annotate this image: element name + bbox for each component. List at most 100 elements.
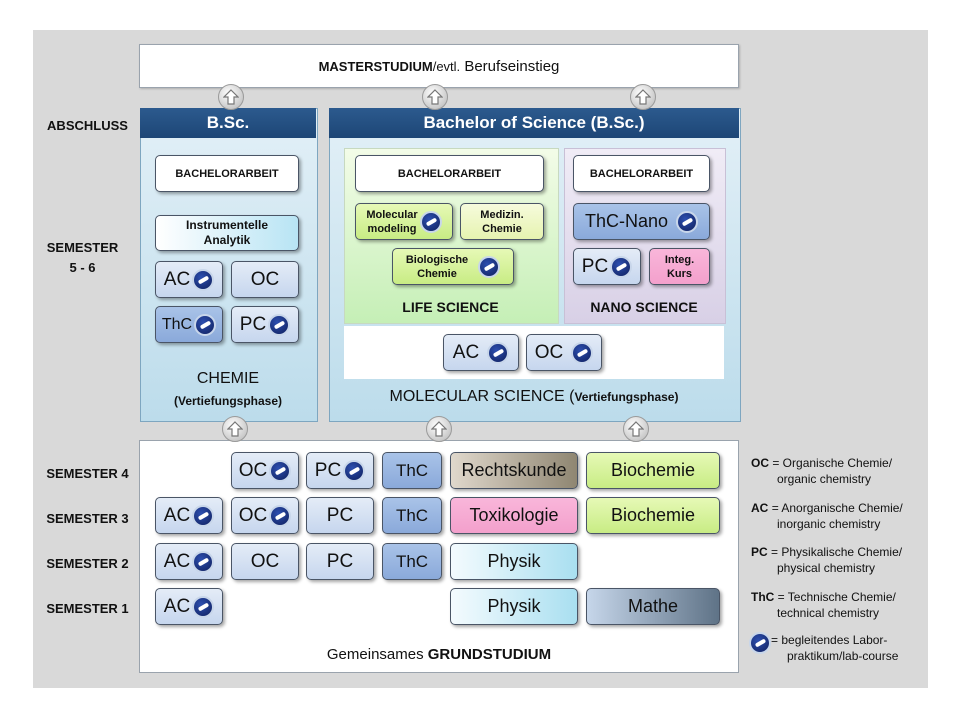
bio-line2: Chemie [417, 267, 457, 280]
lab-course-icon [194, 313, 217, 336]
lab-course-icon [571, 341, 594, 364]
up-arrow-icon [218, 84, 244, 110]
label-semester-3: SEMESTER 3 [46, 511, 129, 526]
nano-science-title: NANO SCIENCE [590, 299, 698, 315]
sem2-ac-label: AC [163, 550, 191, 572]
sem4-rechtskunde: Rechtskunde [450, 452, 578, 489]
sem1-ac-label: AC [163, 595, 191, 617]
integ-line2: Kurs [666, 267, 693, 280]
molecular-header: Bachelor of Science (B.Sc.) [329, 108, 739, 138]
master-bold: MASTERSTUDIUM [318, 58, 433, 74]
medizin-line1: Medizin. [480, 208, 524, 221]
legend-oc-key: OC [751, 456, 769, 470]
chemie-oc-label: OC [250, 268, 280, 290]
bio-line1: Biologische [405, 253, 469, 266]
master-rest1: /evtl. [432, 58, 461, 74]
up-arrow-icon [623, 416, 649, 442]
sem4-pc: PC [306, 452, 374, 489]
sem2-ac: AC [155, 543, 223, 580]
life-science-title: LIFE SCIENCE [402, 299, 499, 315]
legend-oc: OC = Organische Chemie/ organic chemistr… [751, 455, 921, 487]
instr-line2: Analytik [203, 233, 251, 247]
lab-course-icon [749, 632, 771, 654]
legend-thc: ThC = Technische Chemie/ technical chemi… [751, 589, 921, 621]
molmod-line2: modeling [367, 222, 417, 235]
sem1-mathe: Mathe [586, 588, 720, 625]
legend-ac-a: = Anorganische Chemie/ [771, 501, 903, 515]
molmod-line1: Molecular [366, 208, 418, 221]
label-semester-4: SEMESTER 4 [46, 466, 129, 481]
up-arrow-icon [630, 84, 656, 110]
nano-thc-nano: ThC-Nano [573, 203, 710, 240]
legend-pc-key: PC [751, 545, 768, 559]
sem4-oc: OC [231, 452, 299, 489]
label-semester-56: SEMESTER 5 - 6 [40, 238, 125, 278]
chemie-header: B.Sc. [140, 108, 316, 138]
legend-oc-b: organic chemistry [777, 472, 872, 486]
molecular-ac: AC [443, 334, 519, 371]
life-bachelorarbeit: BACHELORARBEIT [355, 155, 544, 192]
lab-course-icon [192, 550, 215, 573]
up-arrow-icon [426, 416, 452, 442]
chemie-bachelorarbeit: BACHELORARBEIT [155, 155, 299, 192]
label-semester-1: SEMESTER 1 [46, 601, 129, 616]
grund-caption-a: Gemeinsames [326, 646, 428, 663]
molecular-oc-label: OC [534, 341, 564, 363]
molecular-ac-label: AC [452, 341, 480, 363]
sem2-thc: ThC [382, 543, 442, 580]
legend-lab-b: praktikum/lab-course [787, 649, 899, 663]
grundstudium-caption: Gemeinsames GRUNDSTUDIUM [139, 646, 739, 663]
bio-text: Biologische Chemie [406, 253, 468, 281]
lab-course-icon [192, 268, 215, 291]
sem2-oc: OC [231, 543, 299, 580]
nano-integ-kurs: Integ. Kurs [649, 248, 710, 285]
lab-course-icon [269, 504, 292, 527]
chemie-ac-label: AC [163, 268, 191, 290]
integ-line1: Integ. [664, 253, 695, 266]
chemie-subtitle: (Vertiefungsphase) [173, 394, 283, 408]
chemie-ac: AC [155, 261, 223, 298]
up-arrow-icon [422, 84, 448, 110]
sem2-physik: Physik [450, 543, 578, 580]
legend-thc-b: technical chemistry [777, 606, 880, 620]
master-rest2: Berufseinstieg [460, 57, 560, 75]
lab-course-icon [487, 341, 510, 364]
legend-thc-key: ThC [751, 590, 775, 604]
sem2-pc: PC [306, 543, 374, 580]
sem3-thc: ThC [382, 497, 442, 534]
sem3-pc: PC [306, 497, 374, 534]
molecular-oc: OC [526, 334, 602, 371]
chemie-instrumentelle-analytik: Instrumentelle Analytik [155, 215, 299, 251]
nano-bachelorarbeit: BACHELORARBEIT [573, 155, 710, 192]
lab-course-icon [419, 210, 442, 233]
chemie-pc-label: PC [239, 313, 267, 335]
legend-pc-b: physical chemistry [777, 561, 876, 575]
molmod-text: Molecular modeling [366, 208, 417, 236]
chemie-oc: OC [231, 261, 299, 298]
legend-pc-a: = Physikalische Chemie/ [771, 545, 903, 559]
sem3-oc-label: OC [238, 504, 268, 526]
grund-caption-b: GRUNDSTUDIUM [427, 646, 552, 663]
chemie-pc: PC [231, 306, 299, 343]
sem3-oc: OC [231, 497, 299, 534]
legend-lab-a: = begleitendes Labor- [771, 633, 888, 647]
thcnano-label: ThC-Nano [584, 211, 669, 231]
life-molecular-modeling: Molecular modeling [355, 203, 453, 240]
lab-course-icon [676, 210, 699, 233]
legend-pc: PC = Physikalische Chemie/ physical chem… [751, 544, 921, 576]
legend-thc-a: = Technische Chemie/ [777, 590, 896, 604]
chemie-thc: ThC [155, 306, 223, 343]
lab-course-icon [610, 255, 633, 278]
molecular-title-sub: Vertiefungsphase) [574, 390, 679, 404]
molecular-title-main: MOLECULAR SCIENCE ( [389, 388, 575, 405]
sem4-thc: ThC [382, 452, 442, 489]
sem3-ac: AC [155, 497, 223, 534]
legend-lab: = begleitendes Labor- praktikum/lab-cour… [749, 632, 924, 664]
label-semester-56-a: SEMESTER [46, 240, 119, 255]
label-semester-2: SEMESTER 2 [46, 556, 129, 571]
sem1-ac: AC [155, 588, 223, 625]
sem3-toxikologie: Toxikologie [450, 497, 578, 534]
chemie-thc-label: ThC [161, 315, 193, 333]
lab-course-icon [478, 255, 501, 278]
legend-oc-a: = Organische Chemie/ [772, 456, 893, 470]
